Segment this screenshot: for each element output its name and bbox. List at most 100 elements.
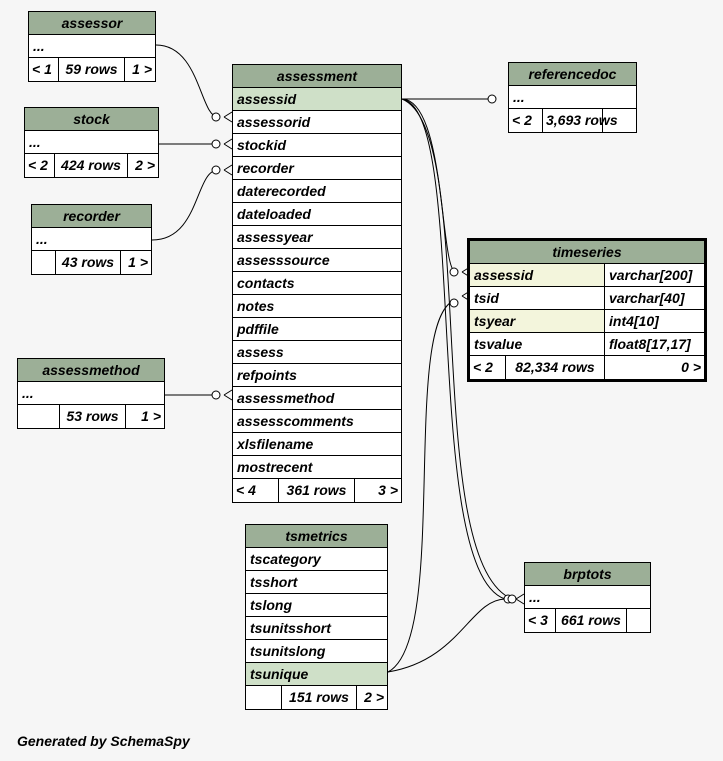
edge-assessment-timeseries [401,98,456,273]
children-count[interactable] [603,109,636,132]
column-type: float8[17,17] [609,336,691,352]
table-title[interactable]: referencedoc [509,63,636,86]
column-row-xlsfilename[interactable]: xlsfilename [233,433,401,456]
table-title[interactable]: timeseries [470,241,704,264]
parents-count[interactable]: < 2 [470,356,506,379]
column-row-pdffile[interactable]: pdffile [233,318,401,341]
column-row-assessorid[interactable]: assessorid [233,111,401,134]
parents-count[interactable]: < 2 [509,109,543,132]
column-row-tsid[interactable]: tsid varchar[40] [470,287,704,310]
table-assessmethod[interactable]: assessmethod ... 53 rows 1 > [17,358,165,429]
table-assessor[interactable]: assessor ... < 1 59 rows 1 > [28,11,156,82]
row-count: 151 rows [282,686,357,709]
crowfoot-stockid [223,138,233,150]
column-row-stockid[interactable]: stockid [233,134,401,157]
row-count: 43 rows [56,251,121,274]
children-count[interactable]: 1 > [128,254,148,270]
column-type: varchar[40] [609,290,685,306]
column-row-notes[interactable]: notes [233,295,401,318]
column-row-daterecorded[interactable]: daterecorded [233,180,401,203]
row-count: 424 rows [55,154,128,177]
parents-count[interactable]: < 2 [25,154,55,177]
table-row: ... [25,131,158,154]
table-title[interactable]: assessment [233,65,401,88]
table-footer: < 1 59 rows 1 > [29,58,155,81]
table-recorder[interactable]: recorder ... 43 rows 1 > [31,204,152,275]
row-count: 3,693 rows [543,109,618,132]
column-row-assessyear[interactable]: assessyear [233,226,401,249]
row-count: 82,334 rows [506,356,605,379]
table-footer: < 3 661 rows [525,609,650,632]
column-row-assess[interactable]: assess [233,341,401,364]
column-row-contacts[interactable]: contacts [233,272,401,295]
children-count[interactable]: 1 > [132,61,152,77]
table-title[interactable]: recorder [32,205,151,228]
children-count[interactable]: 0 > [681,359,701,375]
table-row: ... [18,382,164,405]
table-title[interactable]: brptots [525,563,650,586]
table-title[interactable]: assessor [29,12,155,35]
row-count: 59 rows [59,58,125,81]
parents-count[interactable] [32,251,56,274]
edge-assessment-brptots-b [401,98,513,600]
column-row-assesscomments[interactable]: assesscomments [233,410,401,433]
table-footer: 53 rows 1 > [18,405,164,428]
column-row-tsunique[interactable]: tsunique [246,663,387,686]
column-type: varchar[200] [605,264,704,286]
children-count[interactable] [627,609,650,632]
parents-count[interactable]: < 3 [525,609,556,632]
table-brptots[interactable]: brptots ... < 3 661 rows [524,562,651,633]
column-name: tsid [470,287,605,309]
column-row-tsunitslong[interactable]: tsunitslong [246,640,387,663]
row-count: 53 rows [60,405,126,428]
table-referencedoc[interactable]: referencedoc ... < 2 3,693 rows [508,62,637,133]
table-title[interactable]: assessmethod [18,359,164,382]
column-row-assessid[interactable]: assessid [233,88,401,111]
parents-count[interactable]: < 1 [29,58,59,81]
column-row-tslong[interactable]: tslong [246,594,387,617]
table-assessment[interactable]: assessment assessid assessorid stockid r… [232,64,402,503]
parents-count[interactable] [18,405,60,428]
table-footer: < 4 361 rows 3 > [233,479,401,502]
children-count[interactable]: 2 > [135,157,155,173]
crowfoot-recorder [223,164,233,176]
optional-marker-brptots-2 [507,594,517,604]
column-row-tscategory[interactable]: tscategory [246,548,387,571]
column-row-recorder[interactable]: recorder [233,157,401,180]
optional-marker-assessorid [211,112,221,122]
table-row: ... [32,228,151,251]
table-footer: 151 rows 2 > [246,686,387,709]
column-row-dateloaded[interactable]: dateloaded [233,203,401,226]
column-type: int4[10] [605,310,704,332]
column-row-tsshort[interactable]: tsshort [246,571,387,594]
column-row-refpoints[interactable]: refpoints [233,364,401,387]
crowfoot-brptots [515,593,525,605]
children-count[interactable]: 1 > [141,408,161,424]
column-name: tsyear [470,310,605,332]
parents-count[interactable]: < 4 [233,479,279,502]
column-row-tsvalue[interactable]: tsvalue float8[17,17] [470,333,704,356]
parents-count[interactable] [246,686,282,709]
column-row-tsyear[interactable]: tsyear int4[10] [470,310,704,333]
optional-marker-stockid [211,139,221,149]
column-row-assessmethod[interactable]: assessmethod [233,387,401,410]
table-footer: 43 rows 1 > [32,251,151,274]
table-title[interactable]: stock [25,108,158,131]
column-row-mostrecent[interactable]: mostrecent [233,456,401,479]
table-row: ... [525,586,650,609]
edge-tsmetrics-timeseries [387,299,456,673]
table-row: ... [29,35,155,58]
optional-marker-ts-assessid [449,267,459,277]
table-tsmetrics[interactable]: tsmetrics tscategory tsshort tslong tsun… [245,524,388,710]
table-stock[interactable]: stock ... < 2 424 rows 2 > [24,107,159,178]
children-count[interactable]: 3 > [378,482,398,498]
column-row-assesssource[interactable]: assesssource [233,249,401,272]
column-row-assessid[interactable]: assessid varchar[200] [470,264,704,287]
table-row: ... [509,86,636,109]
table-title[interactable]: tsmetrics [246,525,387,548]
table-timeseries[interactable]: timeseries assessid varchar[200] tsid va… [467,238,707,382]
column-row-tsunitsshort[interactable]: tsunitsshort [246,617,387,640]
children-count[interactable]: 2 > [364,689,384,705]
optional-marker-recorder [211,165,221,175]
